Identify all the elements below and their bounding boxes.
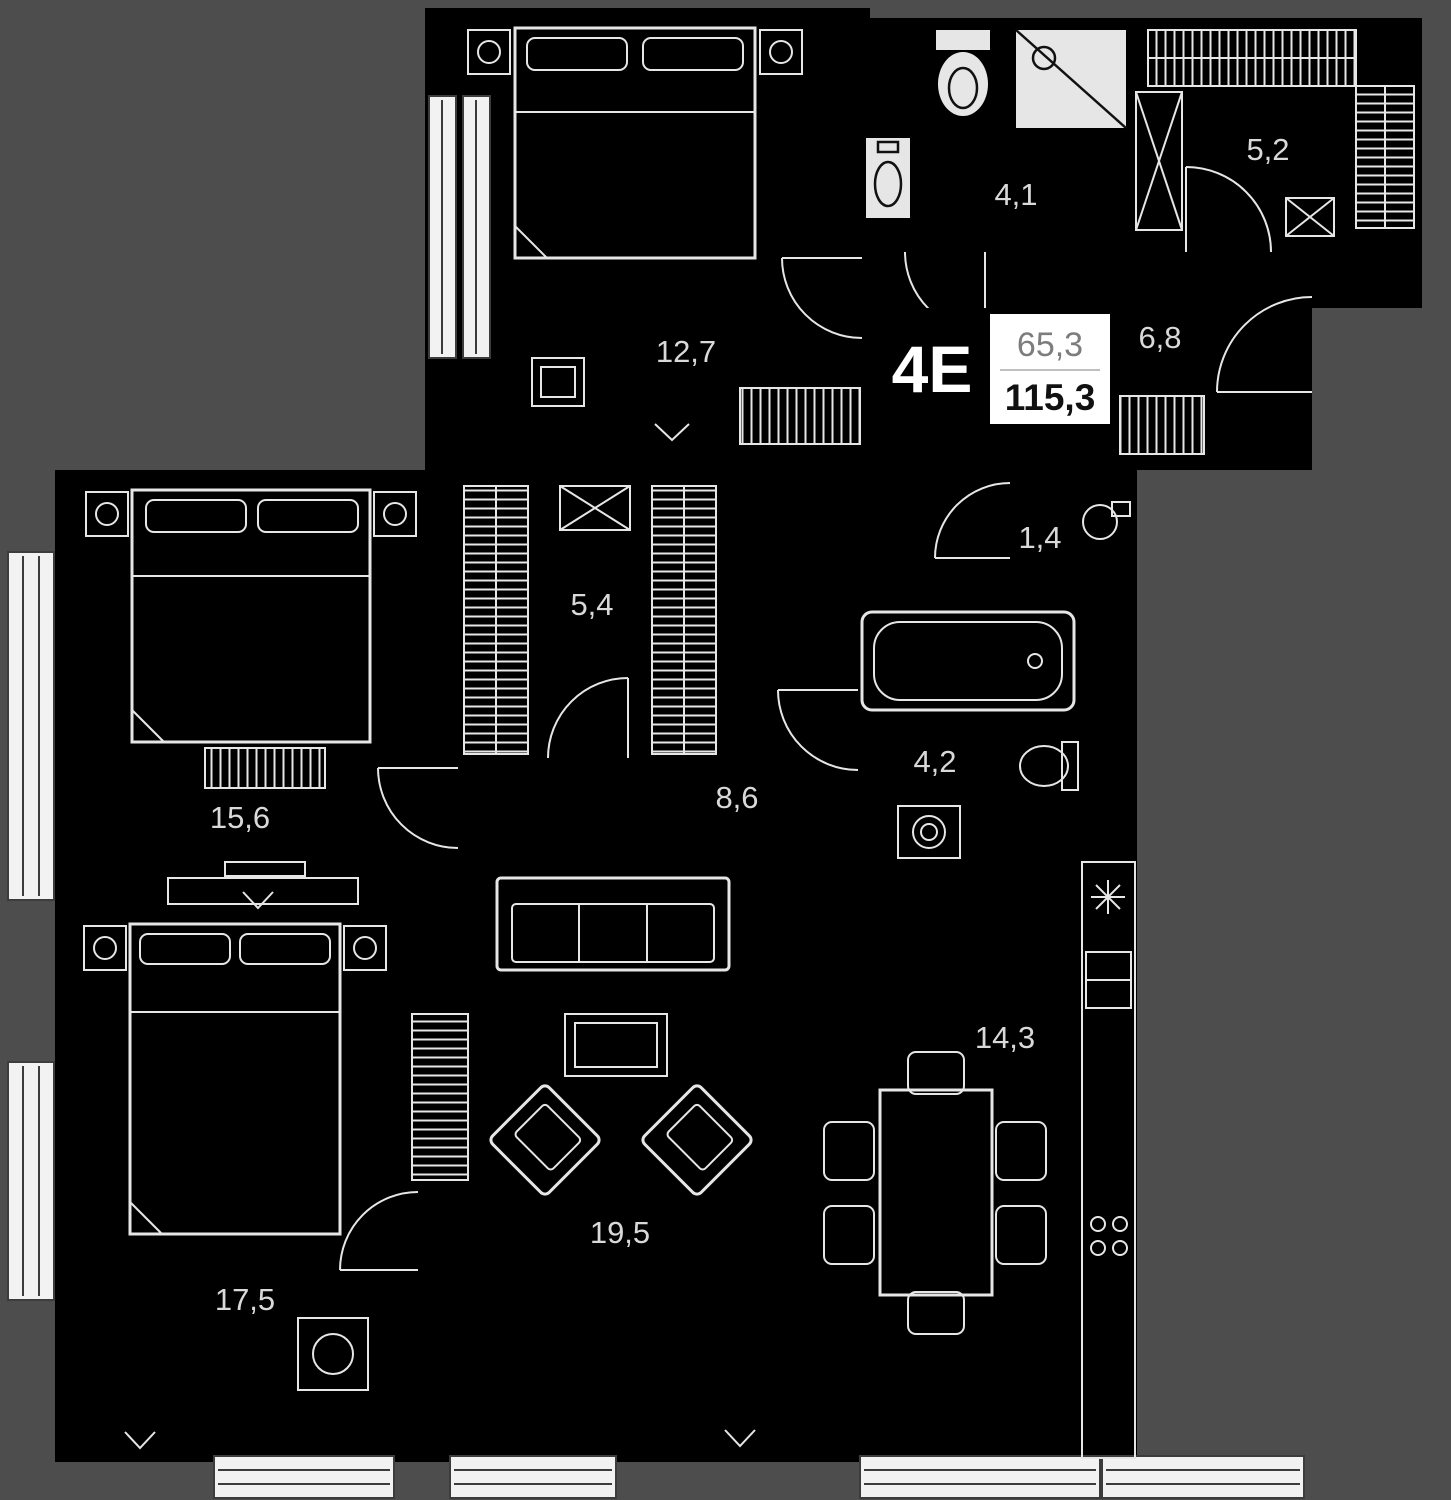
- furniture-bathroom-mid: [860, 610, 1079, 859]
- door-swing-icon: [339, 1191, 419, 1271]
- chair-icon: [823, 1121, 875, 1181]
- window-icon: [859, 1455, 1101, 1499]
- window-icon: [7, 1061, 55, 1301]
- shoe-cabinet-icon: [1119, 395, 1205, 455]
- sash-arrow-icon: [242, 891, 274, 910]
- chair-icon: [907, 1291, 965, 1335]
- furniture-bedroom-left: [85, 488, 417, 910]
- chair-icon: [995, 1205, 1047, 1265]
- window-icon: [7, 551, 55, 901]
- windows: [7, 95, 1305, 1499]
- sash-arrow-icon: [124, 1431, 156, 1450]
- washbasin-icon: [1082, 501, 1131, 540]
- room-area-kitchen: 14,3: [975, 1020, 1035, 1055]
- nightstand-icon: [343, 925, 387, 971]
- sash-arrow-icon: [654, 423, 690, 442]
- washing-machine-icon: [897, 805, 961, 859]
- furniture-bathroom-top: [866, 29, 1127, 218]
- room-area-closet-mid: 5,4: [570, 587, 613, 622]
- door-swing-icon: [777, 689, 859, 771]
- furniture-bedroom-top: [467, 26, 861, 445]
- cabinet-icon: [1285, 197, 1335, 237]
- doors: [339, 166, 1313, 1271]
- room-area-bathroom-mid: 4,2: [913, 744, 956, 779]
- furniture-closet-top: [1135, 29, 1415, 237]
- furniture-closet-mid: [463, 485, 717, 755]
- bedside-table-icon: [531, 357, 585, 407]
- chair-icon: [907, 1051, 965, 1095]
- double-bed-icon: [130, 488, 372, 744]
- stove-icon: [1090, 1216, 1128, 1256]
- furniture-hallway-top: [1119, 395, 1205, 455]
- window-icon: [428, 95, 491, 359]
- nightstand-icon: [467, 29, 511, 75]
- wardrobe-icon: [1147, 29, 1357, 87]
- toilet-icon: [936, 30, 990, 116]
- nightstand-icon: [759, 29, 803, 75]
- door-swing-icon: [547, 677, 629, 759]
- room-area-living: 19,5: [590, 1215, 650, 1250]
- furniture-living: [411, 876, 756, 1448]
- wardrobe-icon: [1355, 85, 1415, 229]
- washbasin-icon: [866, 138, 910, 218]
- shelf-icon: [559, 485, 631, 531]
- coffee-table-icon: [564, 1013, 668, 1077]
- sink-icon: [1091, 880, 1125, 914]
- sink-icon: [1019, 741, 1079, 791]
- room-area-wc: 1,4: [1018, 520, 1061, 555]
- kitchen-counter-icon: [1081, 861, 1136, 1459]
- door-swing-icon: [781, 257, 863, 339]
- room-area-bedroom-left: 15,6: [210, 800, 270, 835]
- room-area-bathroom-top: 4,1: [994, 177, 1037, 212]
- door-swing-icon: [1185, 166, 1272, 253]
- shower-icon: [1015, 29, 1127, 129]
- tv-cabinet-icon: [411, 1013, 469, 1181]
- window-icon: [213, 1455, 395, 1499]
- sash-arrow-icon: [724, 1429, 756, 1448]
- sofa-icon: [495, 876, 731, 972]
- chair-icon: [823, 1205, 875, 1265]
- armchair-icon: [489, 1084, 601, 1196]
- chair-icon: [995, 1121, 1047, 1181]
- vanity-icon: [297, 1317, 369, 1391]
- bench-icon: [204, 747, 326, 789]
- room-area-closet-top: 5,2: [1246, 132, 1289, 167]
- wardrobe-icon: [463, 485, 529, 755]
- area-badge: 4Е 65,3 115,3: [873, 308, 1115, 430]
- room-area-bedroom-bottom: 17,5: [215, 1282, 275, 1317]
- double-bed-icon: [128, 922, 342, 1236]
- nightstand-icon: [83, 925, 127, 971]
- furniture-wc: [1082, 501, 1131, 540]
- room-area-hallway-mid: 8,6: [715, 780, 758, 815]
- double-bed-icon: [513, 26, 757, 260]
- door-swing-icon: [934, 482, 1011, 559]
- apartment-footprint: [55, 8, 1422, 1462]
- footprint-main-block: [55, 470, 1137, 1462]
- nightstand-icon: [85, 491, 129, 537]
- room-area-bedroom-top: 12,7: [656, 334, 716, 369]
- furniture-kitchen: [823, 861, 1136, 1459]
- bathtub-icon: [860, 610, 1076, 712]
- wardrobe-icon: [651, 485, 717, 755]
- window-icon: [1101, 1455, 1305, 1499]
- nightstand-icon: [373, 491, 417, 537]
- living-area-value: 65,3: [1017, 326, 1083, 364]
- room-labels: 12,7 4,1 5,2 6,8 5,4 1,4 15,6 8,6 4,2 14…: [210, 132, 1290, 1317]
- door-swing-icon: [377, 767, 459, 849]
- furniture-bedroom-bottom: [83, 922, 387, 1450]
- dining-table-icon: [878, 1088, 994, 1297]
- mirror-icon: [1135, 91, 1183, 231]
- armchair-icon: [641, 1084, 753, 1196]
- room-area-hallway-top: 6,8: [1138, 320, 1181, 355]
- entrance-door-swing-icon: [1216, 296, 1313, 393]
- fridge-icon: [1085, 951, 1132, 1009]
- total-area-value: 115,3: [1005, 377, 1096, 418]
- dresser-icon: [739, 387, 861, 445]
- unit-type-label: 4Е: [892, 332, 973, 406]
- window-icon: [449, 1455, 617, 1499]
